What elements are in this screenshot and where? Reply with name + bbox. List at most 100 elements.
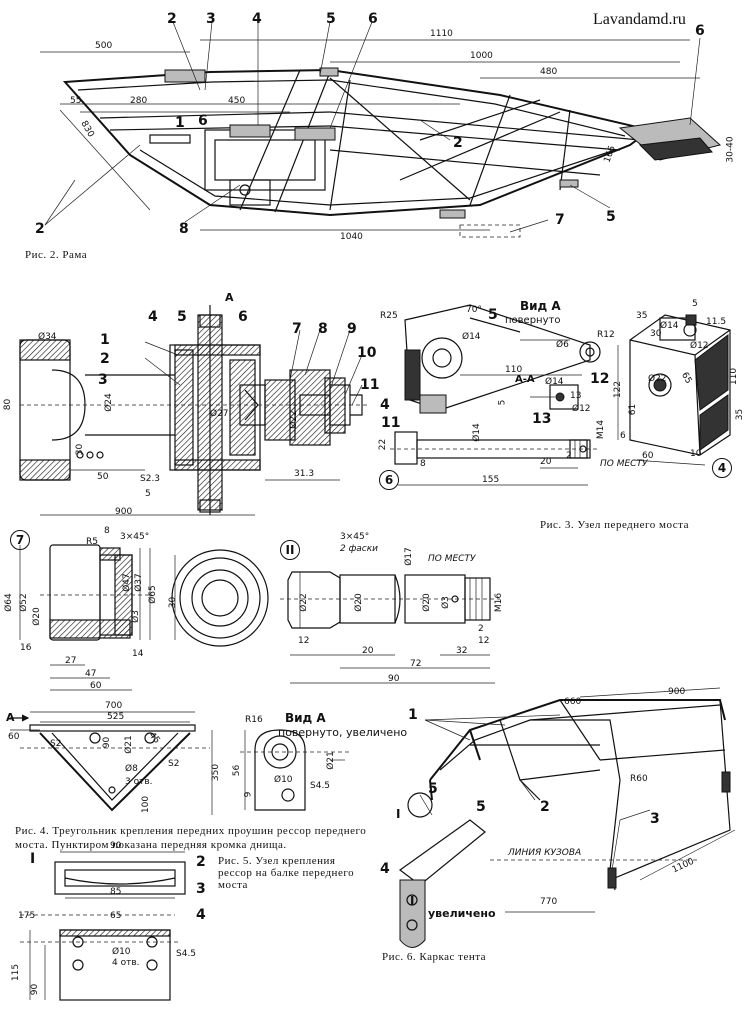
dim-label: M14: [596, 419, 607, 440]
callout: 3: [206, 11, 216, 27]
dim-label: S2: [168, 759, 180, 769]
callout: 4: [148, 309, 158, 325]
dim-label: Ø14: [471, 423, 482, 442]
dim-label: Ø12: [690, 341, 709, 351]
dim-label: 60: [642, 451, 654, 461]
callout: 5: [428, 781, 438, 797]
callout: 5: [488, 307, 498, 323]
dim-label: 30: [650, 329, 662, 339]
dim-label: 175: [18, 911, 36, 921]
enlarged-label: увеличено: [428, 907, 496, 920]
callout: 12: [590, 371, 610, 387]
callout: 3: [650, 811, 660, 827]
callout: 4: [380, 861, 390, 877]
dim-label: 60: [90, 681, 102, 691]
callout: 11: [381, 415, 401, 431]
callout: 8: [179, 221, 189, 237]
part-6-marker: 6: [379, 470, 399, 490]
dim-label: Ø10: [112, 947, 131, 957]
dim-label: Ø22: [648, 374, 667, 384]
dim-label: Ø47: [121, 573, 132, 592]
detail-marker: I: [396, 807, 401, 821]
dim-label: 12: [298, 636, 310, 646]
fig5-caption: Рис. 5. Узел крепления рессор на балке п…: [218, 855, 355, 891]
dim-label: Ø34: [38, 332, 57, 342]
dim-label: 90: [102, 736, 113, 749]
dim-label: 14: [132, 649, 144, 659]
dim-label: 660: [564, 697, 582, 707]
dim-label: 56: [232, 764, 243, 777]
tent-frame-figure: [398, 687, 736, 948]
dim-label: 5: [145, 489, 151, 499]
dim-label: 35: [735, 408, 746, 421]
front-axle-figure: [19, 305, 370, 516]
callout: I: [30, 851, 36, 867]
callout: 13: [532, 411, 552, 427]
dim-label: Ø14: [462, 332, 481, 342]
callout: 11: [360, 377, 380, 393]
callout: 2: [196, 854, 206, 870]
callout: 2: [167, 11, 177, 27]
arrow-a-label: А: [225, 291, 234, 304]
callout: 6: [238, 309, 248, 325]
dim-label: Ø27: [210, 409, 229, 419]
dim-label: 13: [570, 391, 582, 401]
dim-label: 90: [30, 983, 41, 996]
callout: 7: [292, 321, 302, 337]
dim-label: 16: [20, 643, 32, 653]
dim-label: Ø22: [288, 410, 299, 429]
axle-part-11: [280, 571, 500, 684]
dim-label: 525: [107, 712, 125, 722]
callout: 1: [408, 707, 418, 723]
dim-label: 65: [110, 911, 122, 921]
dim-label: Ø14: [545, 377, 564, 387]
callout: 6: [198, 113, 208, 129]
dim-label: 72: [410, 659, 422, 669]
dim-label: Ø52: [18, 593, 29, 612]
dim-label: Ø22: [298, 593, 309, 612]
bracket-part-4: [617, 314, 731, 466]
dim-label: 110: [729, 367, 740, 386]
dim-label: 90: [388, 674, 400, 684]
dim-label: 900: [115, 507, 133, 517]
dim-label: 2: [478, 624, 484, 634]
fig2-dim: 500: [95, 41, 113, 51]
view-a-lug: [240, 729, 350, 811]
dim-label: ПО МЕСТУ: [428, 554, 476, 564]
dim-label: R60: [630, 774, 648, 784]
detail-marker: I: [410, 894, 415, 908]
fig2-dim: 1110: [430, 29, 453, 39]
dim-label: 2: [566, 451, 572, 461]
dim-label: 60: [8, 732, 20, 742]
callout: 5: [606, 209, 616, 225]
callout: 4: [380, 397, 390, 413]
dim-label: 20: [362, 646, 374, 656]
dim-label: Ø21: [325, 751, 336, 770]
fig3-caption: Рис. 3. Узел переднего моста: [540, 519, 689, 531]
view-a-title: Вид А: [285, 711, 326, 725]
dim-label: 61: [628, 403, 639, 416]
dim-label: 350: [211, 763, 222, 782]
dim-label: 2 фаски: [340, 544, 379, 554]
dim-label: Ø21: [123, 735, 134, 754]
fig2-dim: 55: [70, 96, 82, 106]
fig4-caption: Рис. 4. Треугольник крепления передних п…: [15, 825, 367, 851]
dim-label: 3×45°: [340, 532, 370, 542]
dim-label: 5: [497, 399, 508, 406]
dim-label: 10: [690, 449, 702, 459]
part-4-marker: 4: [712, 458, 732, 478]
dim-label: 8: [420, 459, 426, 469]
dim-label: 90: [110, 841, 122, 851]
dim-label: 50: [97, 472, 109, 482]
dim-label: 4 отв.: [112, 958, 140, 968]
dim-label: Ø14: [660, 321, 679, 331]
dim-label: 115: [11, 963, 22, 982]
callout: 2: [35, 221, 45, 237]
frame-figure: [40, 21, 722, 238]
dim-label: Ø6: [556, 340, 569, 350]
view-a-arm: [404, 304, 601, 414]
view-a-subtitle: повернуто, увеличено: [278, 726, 408, 739]
dim-label: Ø8: [125, 764, 138, 774]
